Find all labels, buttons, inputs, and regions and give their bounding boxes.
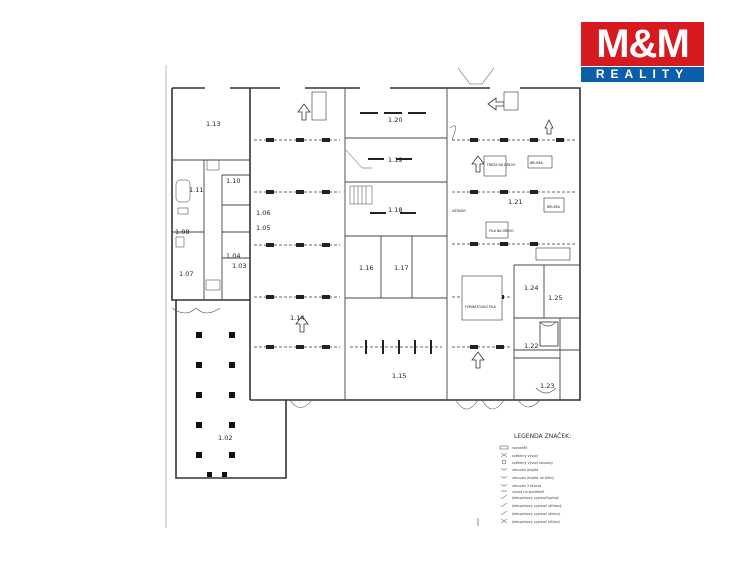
mm-reality-logo: M&M REALITY	[581, 22, 704, 82]
room-labels: 1.13 1.10 1.11 1.08 1.07 1.03 1.04 1.05 …	[175, 116, 562, 442]
label-pila: PILA NA DŘEVO	[489, 228, 514, 233]
legend-item-1: rozvaděč	[512, 446, 527, 450]
legend-item-2: světelný vývod	[512, 454, 538, 458]
room-1-07: 1.07	[179, 270, 193, 278]
staircase	[345, 149, 373, 205]
room-1-13: 1.13	[206, 120, 220, 128]
legend-symbols	[499, 445, 509, 524]
label-freza: FRÉZA NA DŘEVO	[487, 162, 516, 167]
sanitary-fixtures	[175, 159, 221, 291]
room-1-08: 1.08	[175, 228, 189, 236]
room-1-16: 1.16	[359, 264, 373, 272]
room-1-19: 1.19	[388, 156, 402, 164]
label-formatovaci-pila: FORMÁTOVACÍ PILA	[465, 304, 497, 309]
room-1-14: 1.14	[290, 314, 304, 322]
legend-item-10: jednopólový vypínač sériový	[511, 512, 560, 516]
room-1-21: 1.21	[508, 198, 522, 206]
doors-and-windows	[171, 67, 557, 410]
room-1-02: 1.02	[218, 434, 232, 442]
room-1-20: 1.20	[388, 116, 402, 124]
room-1-03: 1.03	[232, 262, 246, 270]
legend-item-5: zásuvka dvojitá do stěny	[512, 476, 554, 480]
room-1-06: 1.06	[256, 209, 270, 217]
room-1-18: 1.18	[388, 206, 402, 214]
logo-reality-text: REALITY	[581, 67, 704, 82]
legend-item-4: zásuvka dvojitá	[512, 468, 538, 472]
label-bruska-2: BRUSKA	[530, 161, 544, 165]
legend-item-6: zásuvka 3 fázová	[512, 484, 541, 488]
legend-item-9: jednopólový vypínač střídavý	[511, 504, 562, 508]
label-bruska: BRUSKA	[547, 205, 561, 209]
legend-item-3: světelný vývod nouzový	[512, 461, 553, 465]
label-zatavky: ZÁTAVKY	[452, 208, 466, 213]
legend-item-11: jednopólový vypínač křížový	[511, 520, 560, 524]
light-fixtures	[266, 112, 564, 354]
room-1-24: 1.24	[524, 284, 538, 292]
legend: LEGENDA ZNAČEK: rozvaděč světelný vývod …	[477, 433, 571, 526]
room-1-10: 1.10	[226, 177, 240, 185]
legend-item-7: vývod na spotřebič	[512, 490, 544, 494]
columns-hall-102	[196, 332, 235, 477]
room-1-25: 1.25	[548, 294, 562, 302]
equipment-labels: FRÉZA NA DŘEVO PILA NA DŘEVO FORMÁTOVACÍ…	[452, 161, 561, 309]
direction-arrows	[295, 97, 554, 369]
legend-title: LEGENDA ZNAČEK:	[514, 433, 571, 440]
room-1-11: 1.11	[189, 186, 203, 194]
room-1-22: 1.22	[524, 342, 538, 350]
room-1-23: 1.23	[540, 382, 554, 390]
room-1-15: 1.15	[392, 372, 406, 380]
legend-item-8: jednopólový vypínač/spínač	[511, 496, 559, 500]
outer-walls	[171, 87, 581, 479]
room-1-17: 1.17	[394, 264, 408, 272]
logo-mm-text: M&M	[581, 22, 704, 66]
room-1-05: 1.05	[256, 224, 270, 232]
room-1-04: 1.04	[226, 252, 240, 260]
machine-boxes	[311, 91, 571, 321]
